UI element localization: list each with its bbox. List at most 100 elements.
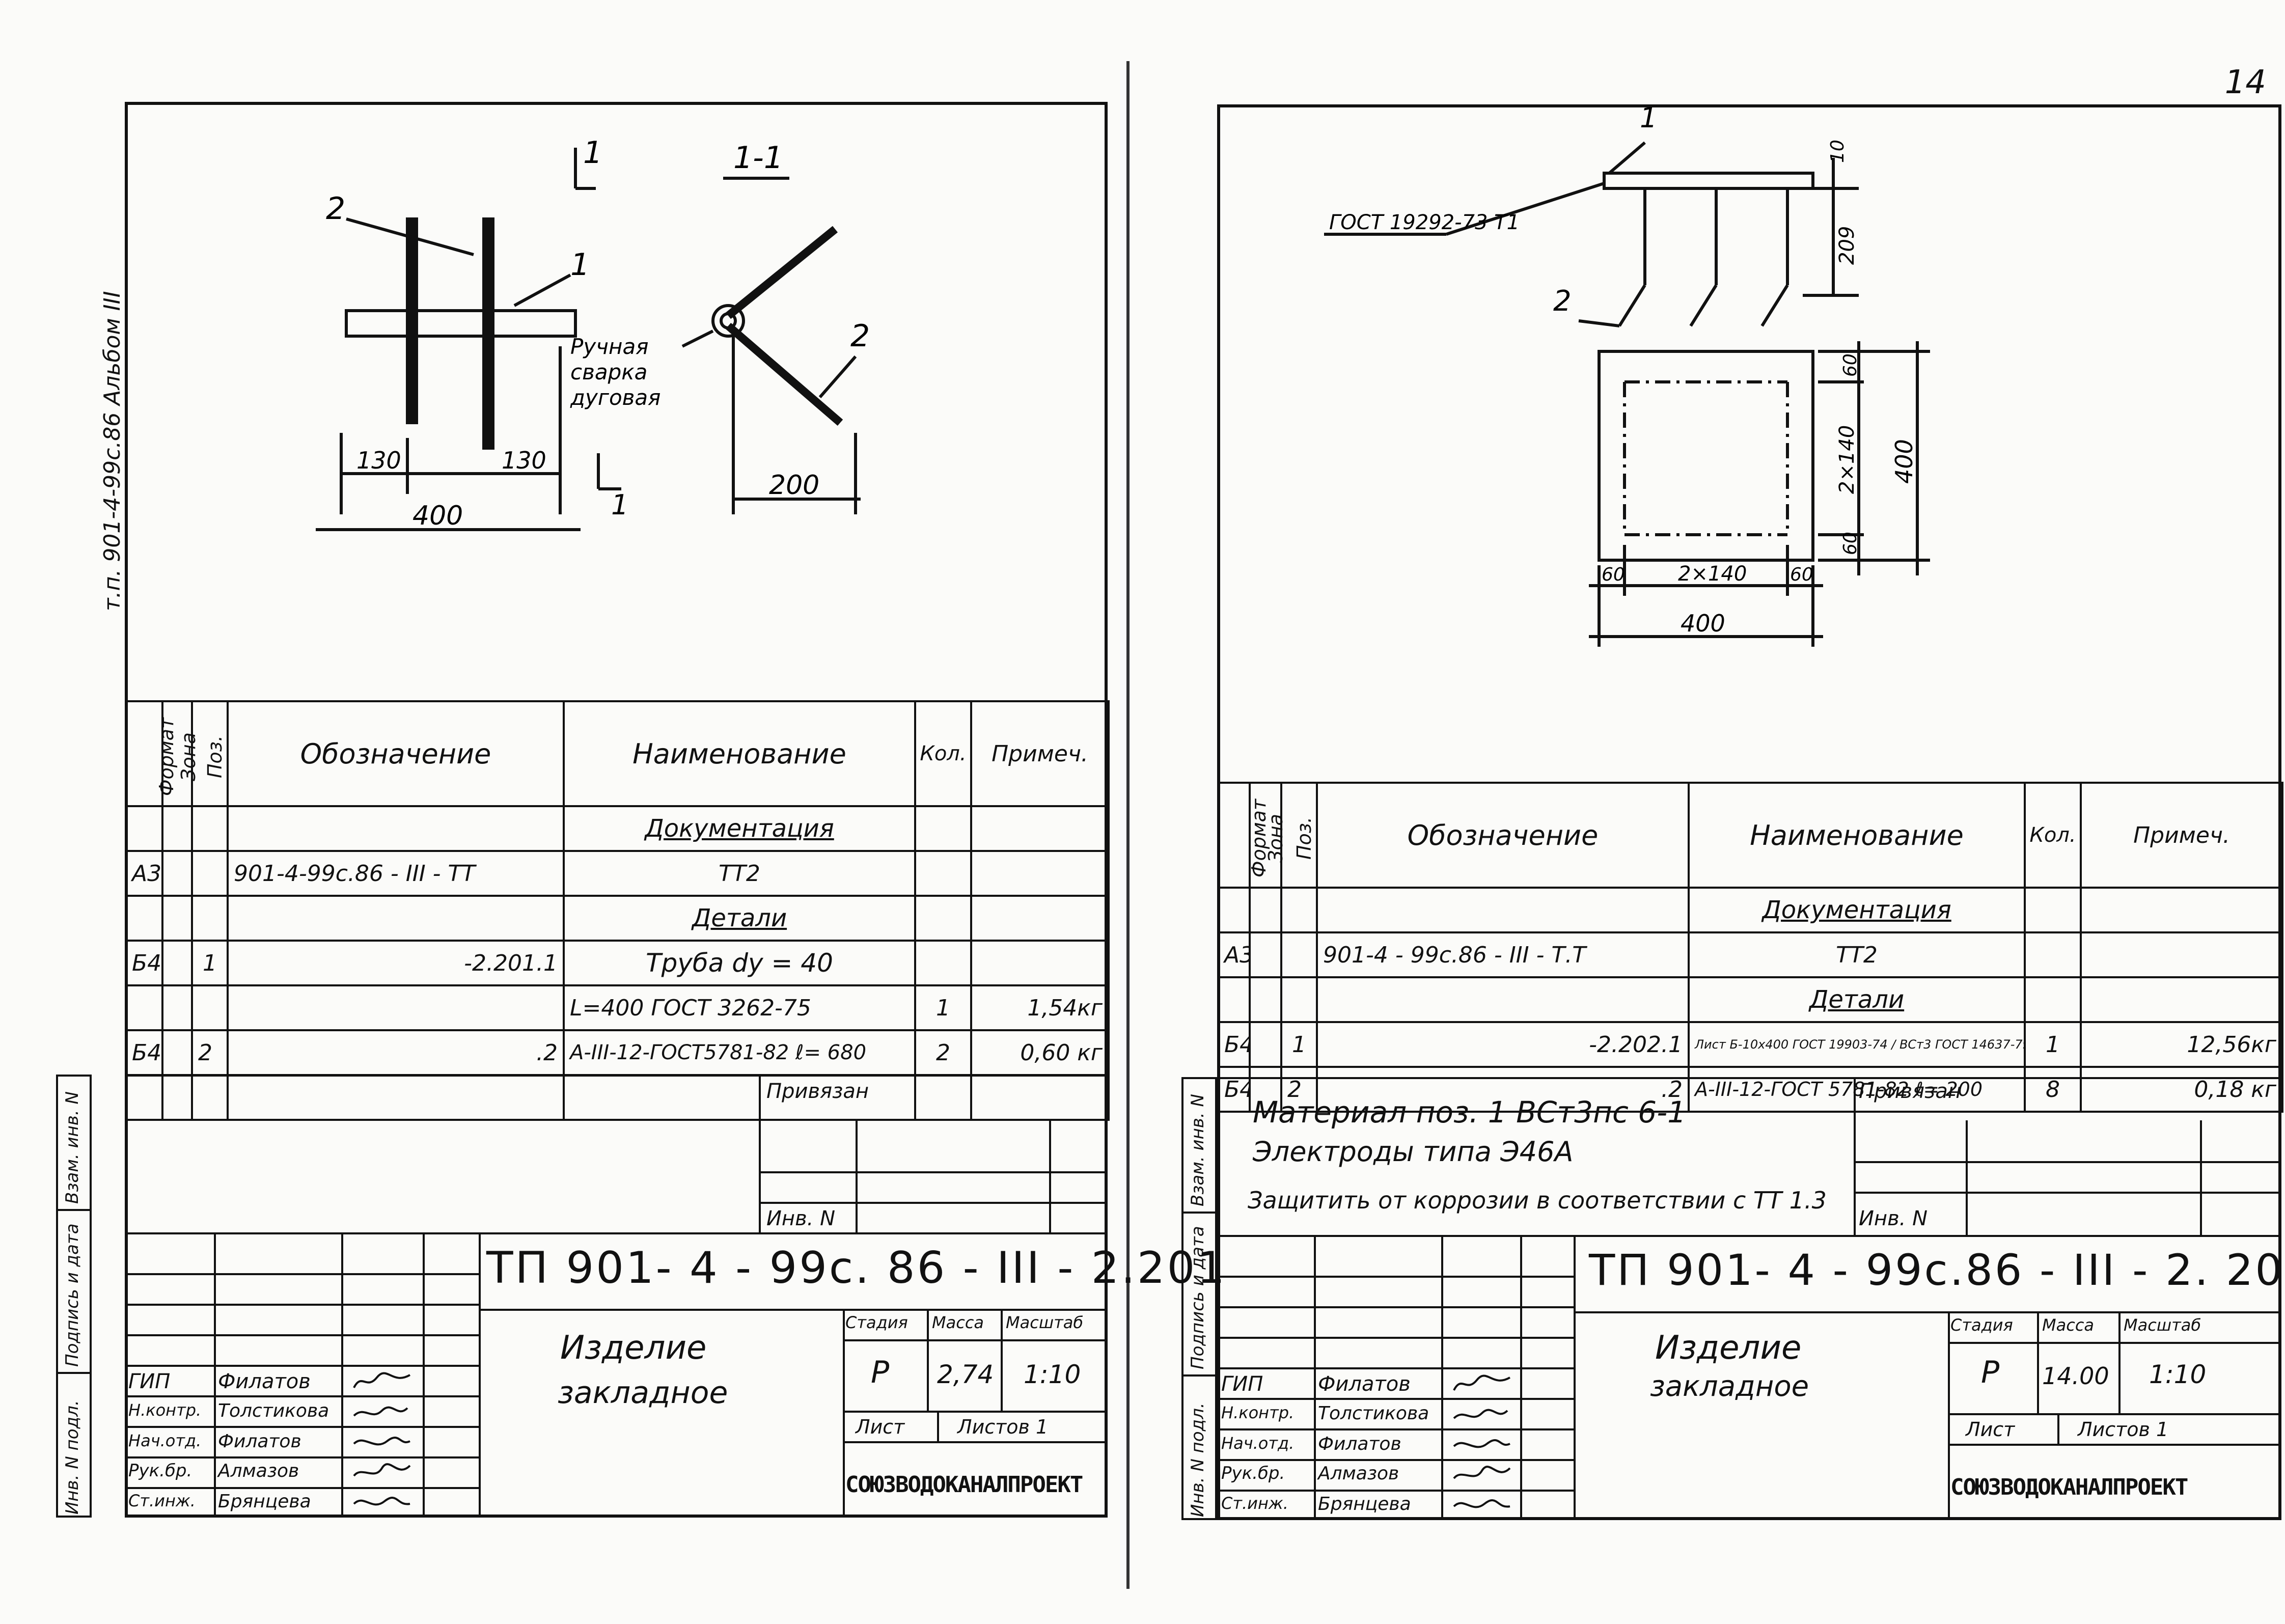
table-row: А3 901-4 - 99с.86 - III - Т.Т ТТ2	[1217, 931, 2283, 978]
left-cell: 1	[191, 940, 229, 986]
left-dim-130a: 130	[356, 447, 401, 474]
right-scale: 1:10	[2149, 1360, 2207, 1389]
table-row: Документация	[125, 805, 1110, 852]
left-person-name: Брянцева	[218, 1491, 311, 1512]
right-note-2: Электроды типа Э46А	[1253, 1136, 1574, 1168]
left-sheet: т.п. 901-4-99с.86 Альбом III	[0, 0, 1225, 1624]
right-side-label-3: Инв. N подл.	[1188, 1402, 1208, 1517]
right-dim-2x140v: 2×140	[1835, 425, 1859, 494]
right-th-pos: Поз.	[1280, 782, 1318, 889]
right-signature-3	[1453, 1439, 1510, 1448]
left-signature-1	[353, 1372, 410, 1388]
left-sheets-label: Листов 1	[957, 1416, 1049, 1438]
left-stage-label: Стадия	[845, 1313, 908, 1332]
right-cell: Б4	[1217, 1066, 1251, 1113]
right-dim-209: 209	[1835, 226, 1859, 265]
right-cell: А3	[1217, 931, 1251, 978]
left-title-1: Изделие	[560, 1329, 707, 1367]
left-org: СОЮЗВОДОКАНАЛПРОЕКТ	[845, 1472, 1083, 1498]
left-signature-4	[353, 1463, 411, 1477]
right-person-name: Алмазов	[1318, 1463, 1399, 1484]
right-th-note: Примеч.	[2080, 782, 2283, 889]
left-cell: L=400 ГОСТ 3262-75	[563, 984, 916, 1031]
left-side-columns: Взам. инв. N Подпись и дата Инв. N подл.	[56, 1075, 92, 1518]
right-side-columns: Взам. инв. N Подпись и дата Инв. N подл.	[1181, 1077, 1217, 1520]
left-mass: 2,74	[937, 1360, 994, 1389]
left-cell: Б4	[125, 940, 163, 986]
right-cell: 12,56кг	[2080, 1021, 2283, 1068]
left-cell: .2	[227, 1029, 565, 1076]
left-sheet-label: Лист	[856, 1416, 905, 1438]
right-sheet: 14	[1141, 0, 2285, 1624]
right-inv: Инв. N	[1859, 1207, 1928, 1230]
left-doc-code: ТП 901- 4 - 99с. 86 - III - 2.201	[486, 1243, 1227, 1293]
right-title-1: Изделие	[1655, 1329, 1802, 1367]
table-row: L=400 ГОСТ 3262-75 1 1,54кг	[125, 984, 1110, 1031]
left-album-label: т.п. 901-4-99с.86 Альбом III	[99, 291, 125, 611]
left-cell: -2.201.1	[227, 940, 565, 986]
right-cell: 1	[2024, 1021, 2082, 1068]
right-gost: ГОСТ 19292-73 Т1	[1329, 211, 1520, 234]
table-row	[125, 1074, 1110, 1121]
left-th-qty: Кол.	[914, 700, 972, 807]
right-person-role: ГИП	[1221, 1372, 1263, 1396]
right-org: СОЮЗВОДОКАНАЛПРОЕКТ	[1950, 1474, 2188, 1500]
left-th-pos: Поз.	[191, 700, 229, 807]
left-label-pos1: 1	[570, 247, 590, 283]
right-dim-400h: 400	[1681, 610, 1725, 637]
left-th-designation: Обозначение	[227, 700, 565, 807]
right-dim-60c: 60	[1602, 564, 1625, 585]
table-row: А3 901-4-99с.86 - III - ТТ ТТ2	[125, 850, 1110, 897]
left-person-name: Филатов	[218, 1431, 301, 1452]
left-dim-200: 200	[769, 470, 819, 501]
sheet-fold-line	[1126, 61, 1130, 1589]
right-cell: 0,18 кг	[2080, 1066, 2283, 1113]
left-cell: A-III-12-ГОСТ5781-82 ℓ= 680	[563, 1029, 916, 1076]
right-th-format: Формат	[1217, 782, 1270, 889]
left-cell-documentation: Документация	[563, 805, 916, 852]
left-dim-400: 400	[412, 501, 463, 531]
right-stage: Р	[1981, 1355, 2000, 1390]
left-section-mark: 1	[583, 135, 602, 171]
right-cell: -2.202.1	[1316, 1021, 1690, 1068]
right-side-label-2: Подпись и дата	[1188, 1226, 1208, 1369]
left-th-format: Формат	[125, 700, 178, 807]
left-person-role: ГИП	[128, 1370, 171, 1393]
table-row: Детали	[125, 895, 1110, 942]
right-person-name: Брянцева	[1318, 1494, 1411, 1515]
left-cell: А3	[125, 850, 163, 897]
right-person-role: Н.контр.	[1221, 1403, 1295, 1422]
right-label-2: 2	[1553, 285, 1572, 318]
right-person-name: Толстикова	[1318, 1403, 1429, 1424]
right-mass-label: Масса	[2042, 1315, 2095, 1335]
right-person-role: Ст.инж.	[1221, 1494, 1288, 1513]
right-th-qty: Кол.	[2024, 782, 2082, 889]
right-cell: 901-4 - 99с.86 - III - Т.Т	[1316, 931, 1690, 978]
right-person-role: Рук.бр.	[1221, 1463, 1285, 1483]
left-side-label-1: Взам. инв. N	[62, 1091, 82, 1204]
left-cell: Труба dy = 40	[563, 940, 916, 986]
table-row: Б4 2 .2 A-III-12-ГОСТ 5781-82 ℓ= 200 8 0…	[1217, 1066, 2283, 1113]
right-signature-4	[1453, 1466, 1511, 1479]
right-note-1: Материал поз. 1 ВСт3пс 6-1	[1253, 1095, 1687, 1130]
left-scale: 1:10	[1024, 1360, 1081, 1389]
left-dim-130b: 130	[502, 447, 546, 474]
right-dim-60d: 60	[1790, 564, 1813, 585]
table-row: Б4 1 -2.201.1 Труба dy = 40	[125, 940, 1110, 986]
left-section-title: 1-1	[733, 140, 783, 176]
left-scale-label: Масштаб	[1006, 1313, 1084, 1332]
right-note-3: Защитить от коррозии в соответствии с ТТ…	[1248, 1187, 1827, 1214]
left-cell: 0,60 кг	[970, 1029, 1110, 1076]
right-person-name: Филатов	[1318, 1372, 1411, 1396]
right-signature-2	[1453, 1409, 1508, 1419]
left-person-name: Алмазов	[218, 1461, 299, 1481]
left-drawing: 1 1-1 2 1 Ручная сварка дуговая 130 130 …	[285, 127, 998, 586]
left-label-pos2: 2	[326, 191, 345, 227]
left-cell: 901-4-99с.86 - III - ТТ	[227, 850, 565, 897]
left-th-note: Примеч.	[970, 700, 1110, 807]
right-dim-2x140h: 2×140	[1678, 562, 1747, 586]
right-side-label-1: Взам. инв. N	[1188, 1094, 1208, 1206]
left-person-role: Рук.бр.	[128, 1461, 192, 1481]
left-title-2: закладное	[558, 1375, 728, 1411]
left-weld-note-3: дуговая	[570, 385, 660, 410]
